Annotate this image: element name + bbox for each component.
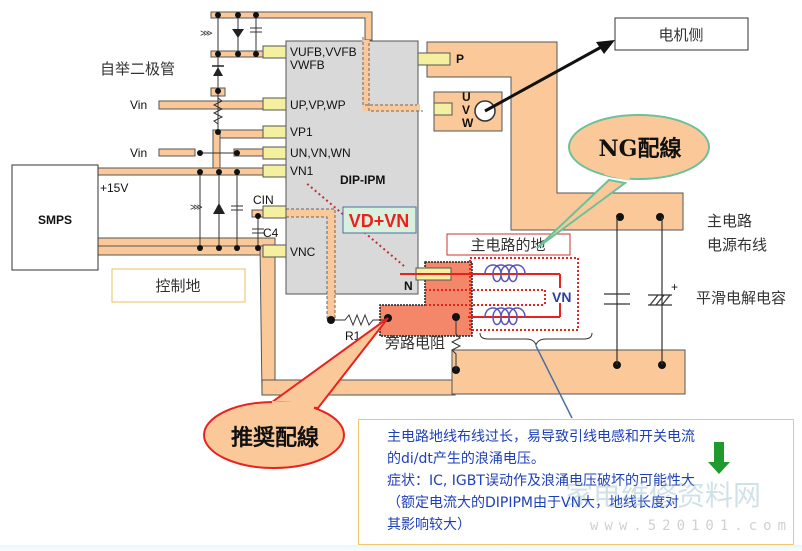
cin-label: CIN [253, 193, 274, 207]
main-power-wiring-label-2: 电源布线 [707, 236, 767, 254]
pin-vnc: VNC [290, 245, 316, 259]
pin-up: UP,VP,WP [290, 98, 346, 112]
tvs-symbol-2: ⋙ [190, 202, 203, 212]
ng-ground-path [469, 257, 579, 331]
ipm-pins [262, 45, 453, 258]
watermark-text: 家电维修资料网 [565, 479, 762, 512]
control-ground-label: 控制地 [155, 277, 200, 295]
green-arrowhead-icon [708, 462, 730, 474]
vin-top-label: Vin [130, 98, 147, 112]
pin-v: V [462, 103, 470, 117]
pin-labels: VUFB,VVFB VWFB UP,VP,WP VP1 UN,VN,WN VN1… [290, 45, 357, 259]
ipm-label: DIP-IPM [340, 173, 385, 187]
motor-side-box [614, 17, 749, 51]
motor-side-label: 电机侧 [658, 26, 703, 44]
brace [479, 332, 593, 347]
inductor-coils [484, 264, 526, 326]
control-ground-box [111, 268, 246, 303]
ipm-body [285, 40, 419, 295]
pin-un: UN,VN,WN [290, 146, 351, 160]
main-power-wiring-label-1: 主电路 [707, 212, 752, 230]
diode-icon [232, 29, 244, 38]
note-line-5: 其影响较大） [387, 517, 471, 533]
smps-box [11, 164, 99, 271]
bootstrap-diode-label: 自举二极管 [100, 60, 175, 78]
pin-p: P [456, 52, 464, 66]
bootstrap-traces [97, 11, 373, 218]
vd-vn-box [342, 206, 417, 234]
plus-sign: + [671, 280, 678, 294]
smoothing-cap-label: 平滑电解电容 [696, 289, 786, 307]
tvs-symbol: ⋙ [200, 28, 213, 38]
cin-dashed-trace [286, 209, 335, 320]
pin-vp1: VP1 [290, 125, 313, 139]
note-line-3: 症状：IC, IGBT误动作及浪涌电压破坏的可能性大 [387, 473, 695, 489]
pin-vfb2: VWFB [290, 58, 325, 72]
vfb-dashed-trace [362, 40, 420, 112]
recommended-wiring-label: 推奨配線 [231, 425, 319, 451]
zener-diode-icon [213, 203, 225, 214]
vd-vn-label: VD+VN [349, 211, 410, 231]
main-ground-label: 主电路的地 [470, 236, 545, 254]
pin-u: U [462, 90, 471, 104]
green-down-arrow-icon [714, 442, 724, 464]
vin-bottom-label: Vin [130, 146, 147, 160]
note-box: 主电路地线布线过长，易导致引线电感和开关电流 的di/dt产生的浪涌电压。 症状… [358, 419, 794, 545]
note-line-1: 主电路地线布线过长，易导致引线电感和开关电流 [387, 429, 695, 445]
vn-label: VN [552, 289, 571, 305]
junction-dots [197, 12, 666, 374]
c4-label: C4 [263, 226, 279, 240]
main-ground-box [446, 233, 571, 256]
bypass-resistor [450, 321, 462, 370]
smps-label: SMPS [38, 213, 72, 227]
ng-wiring-label: NG配線 [599, 136, 682, 162]
note-line-2: 的di/dt产生的浪涌电压。 [387, 451, 545, 467]
pin-vfb1: VUFB,VVFB [290, 45, 357, 59]
bypass-resistor-label: 旁路电阻 [385, 334, 445, 352]
pin-n-label: N [404, 279, 413, 293]
watermark-url: www.520101.com [590, 518, 793, 534]
recommended-wiring-bubble [203, 317, 389, 469]
smoothing-capacitors [604, 217, 672, 365]
note-line-4: （额定电流大的DIPIPM由于VN大，地线长度对 [387, 495, 680, 511]
supply-15v-label: +15V [100, 181, 128, 195]
bottom-divider [0, 545, 802, 551]
bootstrap-diode-icon [213, 67, 223, 76]
r1-resistor [335, 313, 384, 327]
pin-w: W [462, 116, 474, 130]
ng-wiring-bubble [536, 114, 710, 249]
pin-vn1: VN1 [290, 164, 314, 178]
arrow-icon [596, 40, 615, 54]
